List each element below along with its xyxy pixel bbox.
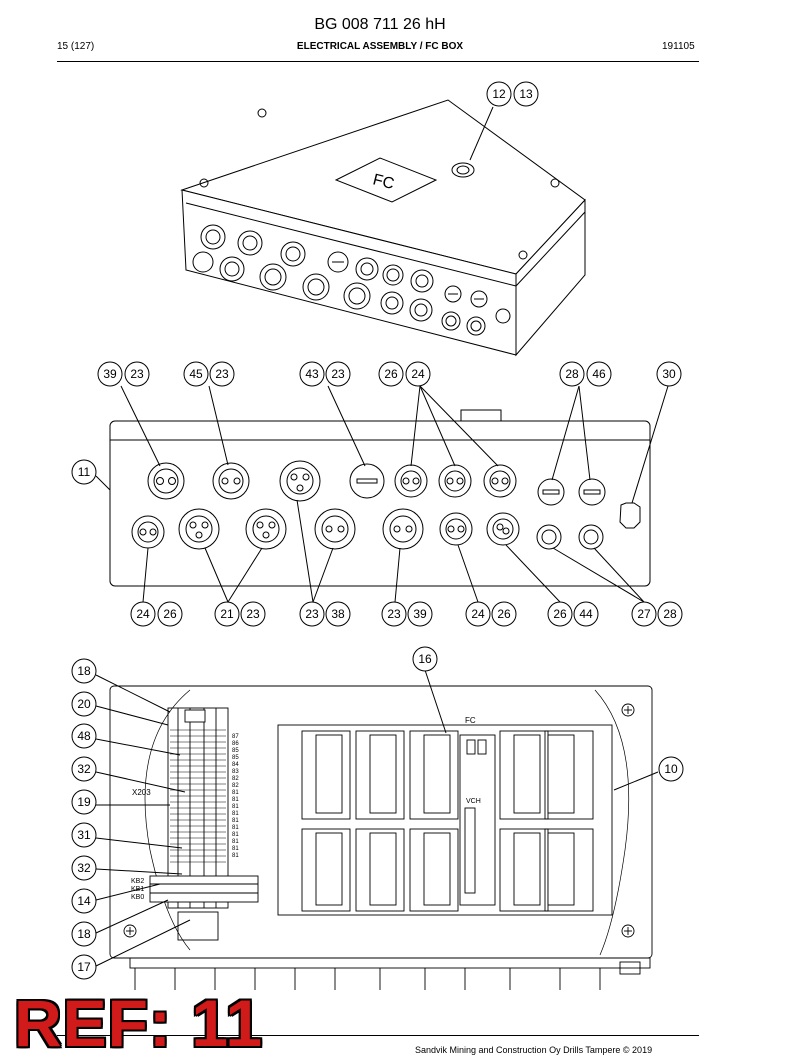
svg-text:27: 27 [637, 607, 651, 621]
callouts-front-bottom: 24 26 21 23 23 38 23 39 24 26 26 44 27 2… [130, 601, 683, 627]
svg-text:23: 23 [331, 367, 345, 381]
svg-text:19: 19 [77, 795, 91, 809]
svg-text:38: 38 [331, 607, 345, 621]
callouts-inside: 16 10 18 20 48 32 19 31 32 14 18 17 [71, 646, 684, 980]
svg-text:46: 46 [592, 367, 606, 381]
svg-text:83: 83 [232, 769, 239, 775]
svg-text:85: 85 [232, 755, 239, 761]
svg-text:85: 85 [232, 748, 239, 754]
svg-text:16: 16 [418, 652, 432, 666]
front-view-box [109, 409, 651, 587]
isometric-fc-box: FC [180, 99, 586, 357]
svg-text:48: 48 [77, 729, 91, 743]
svg-text:86: 86 [232, 741, 239, 747]
ref-stamp: REF: 11 [14, 986, 264, 1060]
svg-text:20: 20 [77, 697, 91, 711]
svg-text:39: 39 [413, 607, 427, 621]
svg-text:23: 23 [387, 607, 401, 621]
svg-text:11: 11 [78, 465, 91, 479]
svg-text:82: 82 [232, 776, 239, 782]
svg-text:31: 31 [77, 828, 91, 842]
svg-text:84: 84 [232, 762, 239, 768]
svg-text:28: 28 [663, 607, 677, 621]
svg-text:81: 81 [232, 811, 239, 817]
copyright-text: Sandvik Mining and Construction Oy Drill… [415, 1045, 653, 1055]
svg-text:14: 14 [77, 894, 91, 908]
svg-text:81: 81 [232, 839, 239, 845]
svg-text:81: 81 [232, 832, 239, 838]
inside-leader-lines [95, 669, 659, 967]
svg-text:23: 23 [130, 367, 144, 381]
x203-label: X203 [132, 788, 151, 797]
front-leader-lines [95, 385, 669, 603]
inside-terminal-numbers: 87 86 85 85 84 83 82 82 81 81 81 81 81 8… [232, 734, 239, 859]
isometric-glands [192, 224, 511, 336]
svg-text:23: 23 [215, 367, 229, 381]
svg-text:30: 30 [662, 367, 676, 381]
svg-text:81: 81 [232, 853, 239, 859]
page-number: 15 (127) [57, 41, 95, 52]
svg-text:81: 81 [232, 790, 239, 796]
svg-text:39: 39 [103, 367, 117, 381]
panel-label: FC [465, 716, 476, 725]
svg-text:26: 26 [553, 607, 567, 621]
callout-12: 12 [492, 87, 506, 101]
vch-label: VCH [466, 798, 481, 805]
svg-text:18: 18 [77, 664, 91, 678]
callouts-top: 12 13 [486, 81, 539, 107]
svg-text:21: 21 [220, 607, 234, 621]
svg-text:81: 81 [232, 846, 239, 852]
svg-text:81: 81 [232, 804, 239, 810]
svg-text:18: 18 [77, 927, 91, 941]
inside-view-box: FC X203 KB2 KB1 KB0 VCH [109, 685, 653, 990]
svg-text:81: 81 [232, 818, 239, 824]
svg-text:10: 10 [664, 762, 678, 776]
svg-text:26: 26 [163, 607, 177, 621]
document-title: BG 008 711 26 hH [314, 16, 446, 33]
callout-13: 13 [519, 87, 533, 101]
svg-text:28: 28 [565, 367, 579, 381]
svg-text:26: 26 [384, 367, 398, 381]
fc-lid-plate [334, 157, 438, 203]
svg-text:44: 44 [579, 607, 593, 621]
svg-text:17: 17 [77, 960, 91, 974]
svg-text:26: 26 [497, 607, 511, 621]
svg-text:23: 23 [305, 607, 319, 621]
svg-text:81: 81 [232, 797, 239, 803]
svg-text:82: 82 [232, 783, 239, 789]
svg-text:45: 45 [189, 367, 203, 381]
kb2-label: KB2 [131, 878, 144, 885]
svg-text:23: 23 [246, 607, 260, 621]
callouts-front-top: 39 23 45 23 43 23 26 24 28 46 30 11 [71, 361, 682, 485]
svg-text:24: 24 [411, 367, 425, 381]
document-date: 191105 [662, 41, 695, 52]
svg-text:24: 24 [136, 607, 150, 621]
svg-text:87: 87 [232, 734, 239, 740]
svg-text:32: 32 [77, 762, 91, 776]
svg-text:32: 32 [77, 861, 91, 875]
footer-rule [57, 1035, 699, 1036]
lid-label: FC [371, 171, 396, 193]
section-title: ELECTRICAL ASSEMBLY / FC BOX [296, 41, 464, 52]
kb0-label: KB0 [131, 894, 144, 901]
svg-text:43: 43 [305, 367, 319, 381]
svg-text:81: 81 [232, 825, 239, 831]
svg-text:24: 24 [471, 607, 485, 621]
header-rule [57, 61, 699, 62]
